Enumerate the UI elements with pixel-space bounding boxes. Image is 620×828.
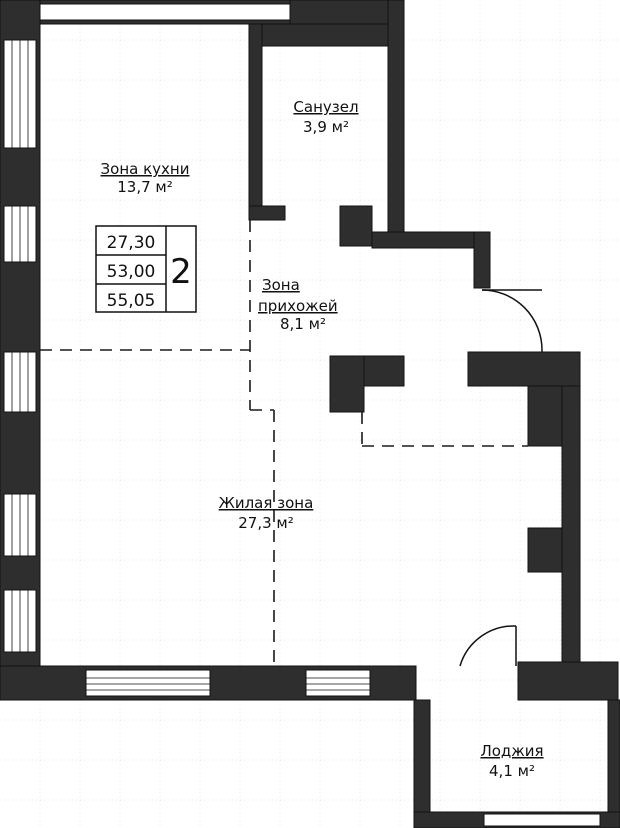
kitchen-area: 13,7 м² <box>117 178 173 196</box>
wall-right-nub <box>527 527 563 573</box>
loggia-area: 4,1 м² <box>489 762 535 780</box>
wall-top-right-section <box>289 0 405 25</box>
wall-hall-pillar <box>473 231 491 289</box>
living-area: 27,3 м² <box>238 514 294 532</box>
living-name: Жилая зона <box>219 494 314 512</box>
wall-bathroom-left <box>248 23 263 221</box>
window-left <box>3 39 37 149</box>
info-room-count: 2 <box>170 252 192 292</box>
wall-right-jog <box>467 351 581 387</box>
wall-bathroom-top <box>261 23 389 47</box>
window-left <box>3 351 37 413</box>
window-left <box>3 205 37 263</box>
wall-bathroom-right <box>387 0 405 241</box>
apartment-info-box: 27,30 53,00 55,05 2 <box>95 225 197 313</box>
info-value-total-area: 53,00 <box>107 262 156 282</box>
wall-bottom-right <box>517 661 619 701</box>
central-column-side <box>363 355 405 387</box>
window-bottom <box>305 669 371 697</box>
loggia-name: Лоджия <box>480 742 543 760</box>
window-loggia <box>483 813 601 827</box>
info-value-total-with-loggia: 55,05 <box>107 291 156 311</box>
hallway-name-line2: прихожей <box>258 297 338 315</box>
window-left <box>3 589 37 653</box>
hallway-name-line1: Зона <box>262 276 300 294</box>
wall-bathroom-bottom-right <box>371 231 491 249</box>
bathroom-name: Санузел <box>293 98 358 116</box>
wall-loggia-right <box>607 699 620 828</box>
central-column <box>329 355 365 413</box>
loggia-door-swing <box>459 625 517 667</box>
entrance-door-swing <box>481 289 543 352</box>
doors <box>459 289 543 667</box>
wall-right <box>561 385 581 671</box>
window-bottom <box>85 669 211 697</box>
wall-bathroom-left-foot <box>248 205 286 221</box>
bathroom-area: 3,9 м² <box>303 118 349 136</box>
info-value-living-area: 27,30 <box>107 233 156 253</box>
windows <box>3 3 601 827</box>
wall-bathroom-niche <box>339 205 373 247</box>
wall-loggia-left <box>413 699 431 828</box>
window-left <box>3 493 37 557</box>
info-box-frame <box>95 225 197 313</box>
kitchen-name: Зона кухни <box>101 160 190 178</box>
hallway-area: 8,1 м² <box>280 315 326 333</box>
zone-boundaries <box>40 220 528 666</box>
window-top <box>39 3 291 21</box>
